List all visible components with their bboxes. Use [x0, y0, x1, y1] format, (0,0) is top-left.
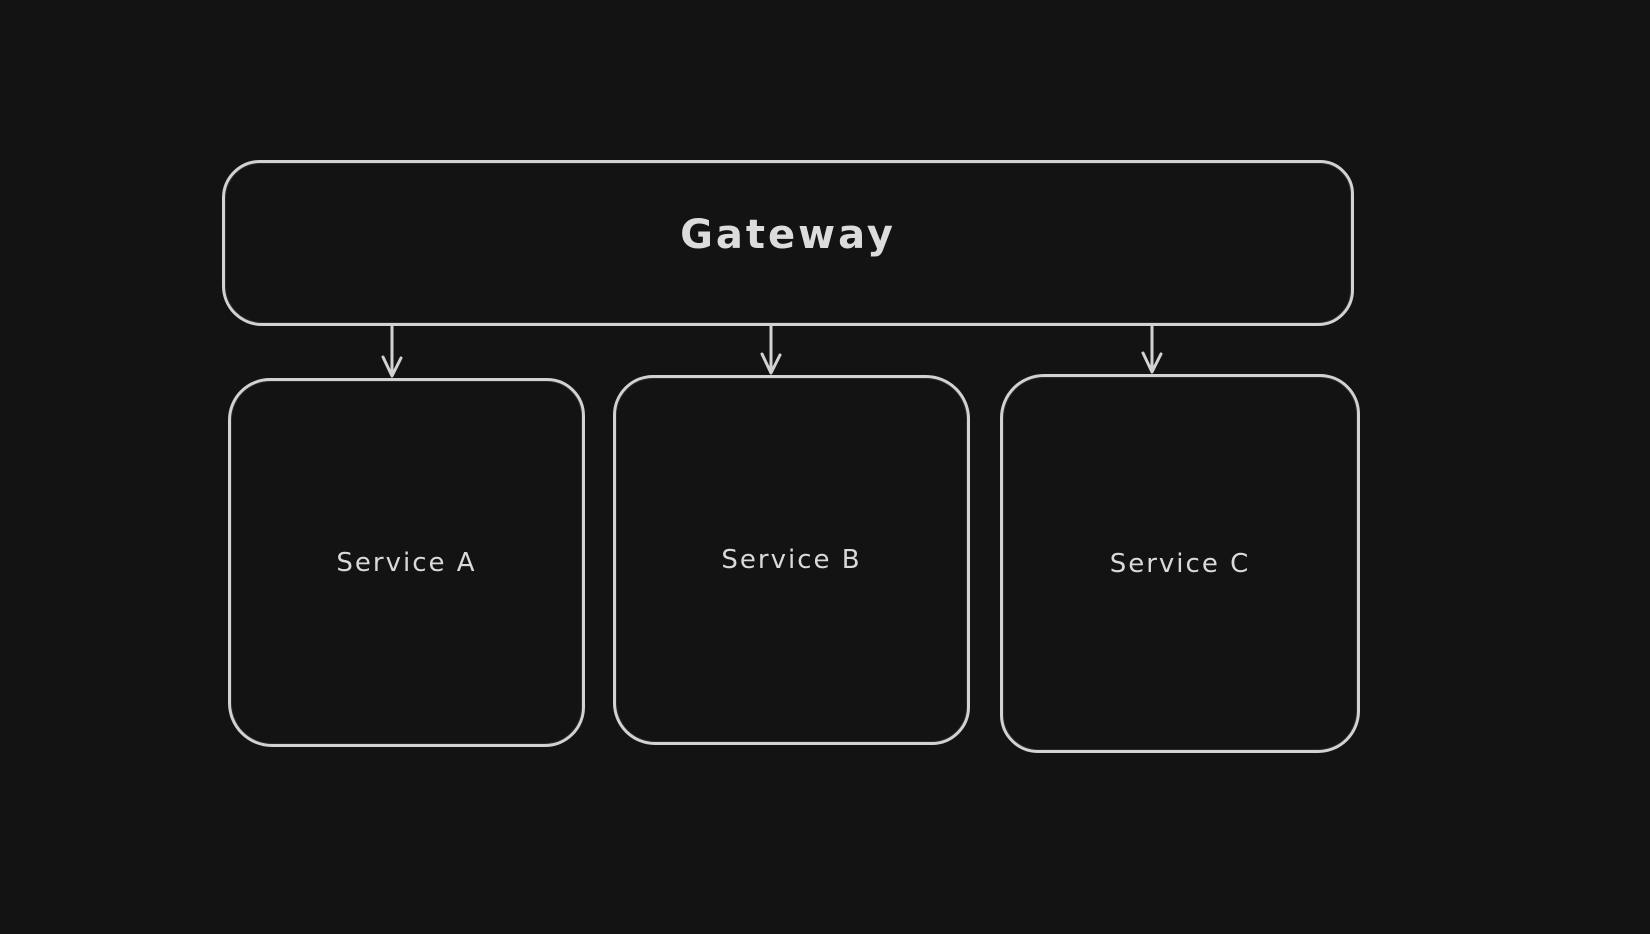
node-gateway-label: Gateway [680, 212, 896, 258]
arrow-gateway-to-service-c[interactable] [1141, 324, 1163, 374]
node-gateway[interactable]: Gateway [222, 160, 1354, 326]
node-service-c[interactable]: Service C [1000, 374, 1360, 753]
arrow-gateway-to-service-b[interactable] [760, 324, 782, 375]
node-service-b[interactable]: Service B [613, 375, 970, 745]
arrow-gateway-to-service-a[interactable] [381, 324, 403, 378]
node-service-b-label: Service B [721, 545, 862, 575]
node-service-a-label: Service A [336, 547, 477, 578]
node-service-a[interactable]: Service A [228, 378, 585, 747]
node-service-c-label: Service C [1109, 548, 1251, 579]
